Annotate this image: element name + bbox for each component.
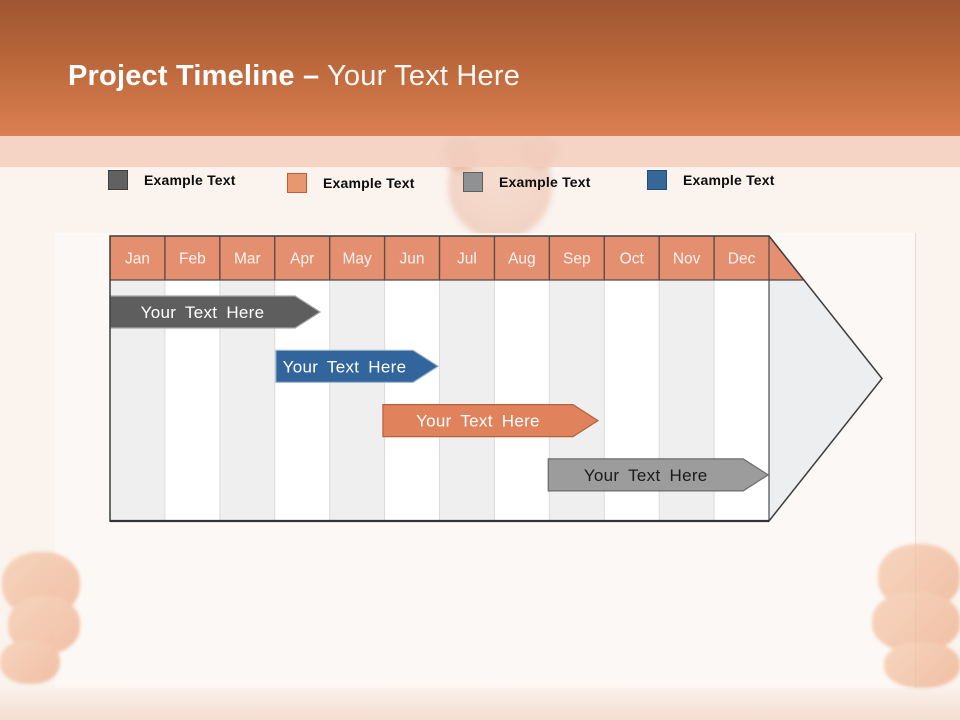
timeline-bar-label: Your Text Here [416,412,540,431]
month-label: Mar [234,251,261,268]
header-accent-band [0,136,960,167]
month-column [329,280,385,521]
timeline-bar [275,349,440,383]
legend-item: Example Text [463,172,591,192]
left-hand [0,548,92,684]
title-regular: Your Text Here [327,60,521,92]
legend-item: Example Text [108,170,236,190]
legend-label: Example Text [323,175,415,191]
month-label: Nov [673,251,701,268]
arrow-outline [109,235,883,522]
timeline-svg: Jan Feb Mar Apr May Jun Jul Aug Sep Oct Nov DecYour… [109,235,883,523]
legend-item: Example Text [647,170,775,190]
month-label: Jan [125,251,150,268]
month-label: Dec [728,251,756,268]
legend-swatch-icon [108,170,128,190]
legend-swatch-icon [287,173,307,193]
title-dash: – [302,60,320,92]
month-label: Aug [508,251,536,268]
slide-header: Project Timeline – Your Text Here [0,0,960,136]
bottom-strip [0,686,960,720]
legend-label: Example Text [683,172,775,188]
month-column [439,280,495,521]
month-label: Apr [290,251,314,268]
legend-swatch-icon [463,172,483,192]
month-column [494,280,550,521]
timeline-bar-label: Your Text Here [141,303,265,322]
legend: Example Text Example Text Example Text Exam… [0,170,960,196]
legend-swatch-icon [647,170,667,190]
legend-label: Example Text [144,172,236,188]
month-label: Jul [457,251,477,268]
month-label: Feb [179,251,206,268]
arrowhead-shape [769,236,882,521]
timeline-bar-label: Your Text Here [584,466,708,485]
legend-label: Example Text [499,174,591,190]
right-hand [864,542,960,688]
timeline-bar [547,458,770,492]
legend-item: Example Text [287,173,415,193]
month-column [384,280,440,521]
month-label: Oct [620,251,645,268]
timeline-bar [382,404,600,438]
page-title: Project Timeline – Your Text Here [68,60,520,93]
timeline-bar-label: Your Text Here [283,357,407,376]
title-bold: Project Timeline [68,60,295,92]
month-label: May [342,251,372,268]
month-label: Sep [563,251,591,268]
month-label: Jun [400,251,425,268]
